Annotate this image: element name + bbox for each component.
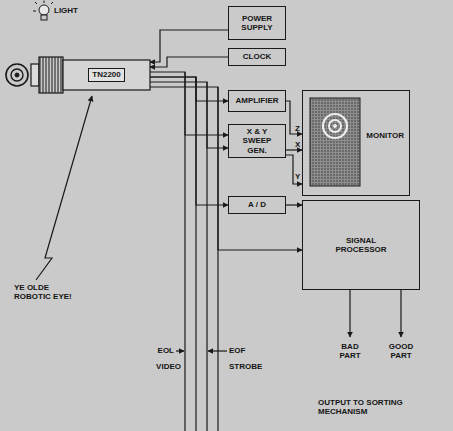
output-arrows: [350, 290, 401, 337]
output-label: GOOD PART: [382, 342, 420, 360]
box-label: TN2200: [88, 68, 124, 81]
process-box: AMPLIFIER: [228, 90, 286, 112]
callout-arrow: [36, 96, 92, 280]
signal-wire: [150, 82, 228, 148]
box-label: X & Y SWEEP GEN.: [232, 127, 282, 155]
camera-body: [31, 57, 150, 93]
signal-name: EOL: [150, 346, 174, 355]
process-box: POWER SUPPLY: [228, 6, 286, 40]
light-bulb: [33, 1, 53, 21]
monitor-box: MONITOR: [302, 90, 410, 196]
monitor-screen: [310, 98, 360, 186]
signal-name: EOF: [229, 346, 259, 355]
box-label: AMPLIFIER: [235, 96, 278, 105]
signal-wire: [150, 77, 228, 205]
camera-plate: TN2200: [63, 60, 150, 90]
callout-text: YE OLDE ROBOTIC EYE!: [14, 283, 84, 301]
signal-wire: [150, 57, 228, 67]
light-label: LIGHT: [54, 6, 84, 15]
box-label: MONITOR: [366, 131, 404, 140]
box-label: POWER SUPPLY: [232, 14, 282, 32]
pin-name: Y: [295, 172, 303, 181]
target-part: [6, 64, 28, 86]
signal-wire: [286, 155, 302, 184]
signal-wire: [286, 101, 302, 134]
process-box: A / D: [228, 196, 286, 214]
process-box: SIGNAL PROCESSOR: [302, 200, 420, 290]
pin-name: Z: [295, 124, 303, 133]
box-label: A / D: [248, 200, 266, 209]
signal-bus: [176, 72, 227, 431]
process-box: CLOCK: [228, 48, 286, 66]
box-label: SIGNAL PROCESSOR: [326, 236, 396, 254]
signal-name: VIDEO: [144, 362, 181, 371]
signal-wire: [150, 77, 228, 101]
pin-name: X: [295, 140, 303, 149]
note: OUTPUT TO SORTING MECHANISM: [318, 398, 418, 416]
signal-wire: [286, 149, 302, 150]
signal-wire: [286, 204, 302, 205]
output-label: BAD PART: [332, 342, 368, 360]
process-box: X & Y SWEEP GEN.: [228, 124, 286, 158]
signal-name: STROBE: [229, 362, 273, 371]
signal-wire: [150, 87, 302, 250]
box-label: CLOCK: [243, 52, 271, 61]
